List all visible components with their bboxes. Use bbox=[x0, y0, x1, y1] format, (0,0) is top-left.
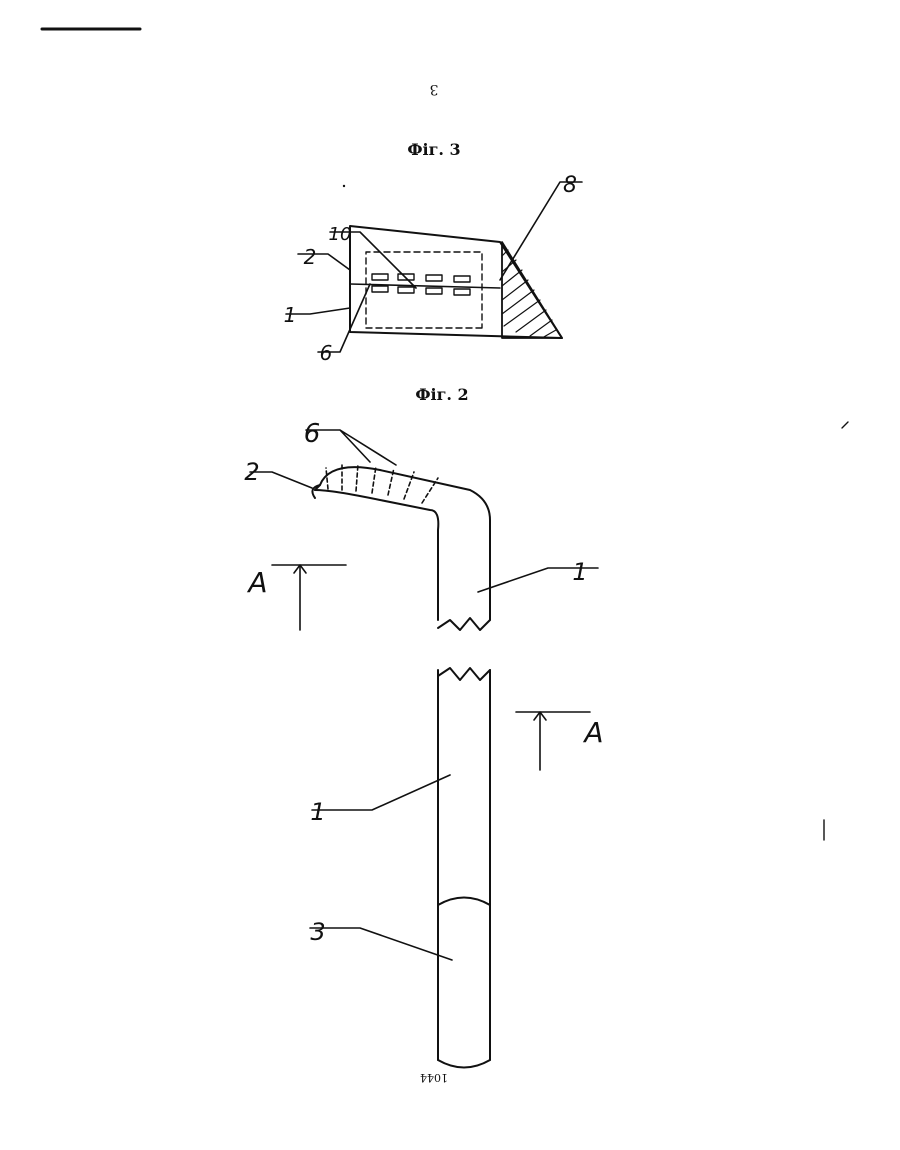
fig3-inner-dashed bbox=[366, 252, 482, 328]
label-section-right: A bbox=[582, 716, 603, 749]
label-tube-upper: 1 bbox=[572, 558, 587, 586]
fig3-drawing: 8 10 2 1 6 Фіг. 3 bbox=[284, 140, 582, 365]
tube-end-cap-line bbox=[438, 898, 490, 906]
label-section-left: A bbox=[246, 566, 267, 599]
leader-end-cap bbox=[310, 928, 452, 960]
document-code: 1044 bbox=[420, 1071, 448, 1084]
section-mark-left: A bbox=[246, 565, 346, 630]
fig2-caption: Фіг. 2 bbox=[415, 385, 468, 404]
label-gap: 10 bbox=[329, 224, 352, 245]
label-tube-lower: 1 bbox=[310, 798, 325, 826]
label-slot: 6 bbox=[320, 341, 333, 365]
label-body: 1 bbox=[284, 303, 297, 327]
label-insert: 8 bbox=[563, 173, 577, 198]
section-arrow-right bbox=[516, 712, 590, 770]
scan-dot bbox=[343, 185, 345, 187]
label-end-cap: 3 bbox=[310, 918, 325, 946]
section-arrow-left bbox=[272, 565, 346, 630]
tube-end-cap-bottom bbox=[438, 1060, 490, 1068]
tube-break-upper bbox=[438, 618, 490, 630]
section-mark-right: A bbox=[516, 712, 604, 770]
fig3-caption: Фіг. 3 bbox=[407, 140, 460, 159]
label-tip: 2 bbox=[244, 458, 259, 486]
tube-break-lower bbox=[438, 668, 490, 680]
label-wall: 2 bbox=[304, 245, 317, 269]
fig3-wall bbox=[502, 242, 562, 338]
tube-lower-walls bbox=[438, 670, 490, 1060]
label-slots: 6 bbox=[304, 419, 321, 449]
leader-tube-lower bbox=[312, 775, 450, 810]
fig2-drawing: 3 1 1 6 2 A A Фіг. 2 bbox=[244, 385, 603, 1068]
tube-upper-inner bbox=[315, 490, 438, 620]
page-number: 3 bbox=[430, 81, 439, 97]
scan-tick bbox=[842, 422, 848, 428]
